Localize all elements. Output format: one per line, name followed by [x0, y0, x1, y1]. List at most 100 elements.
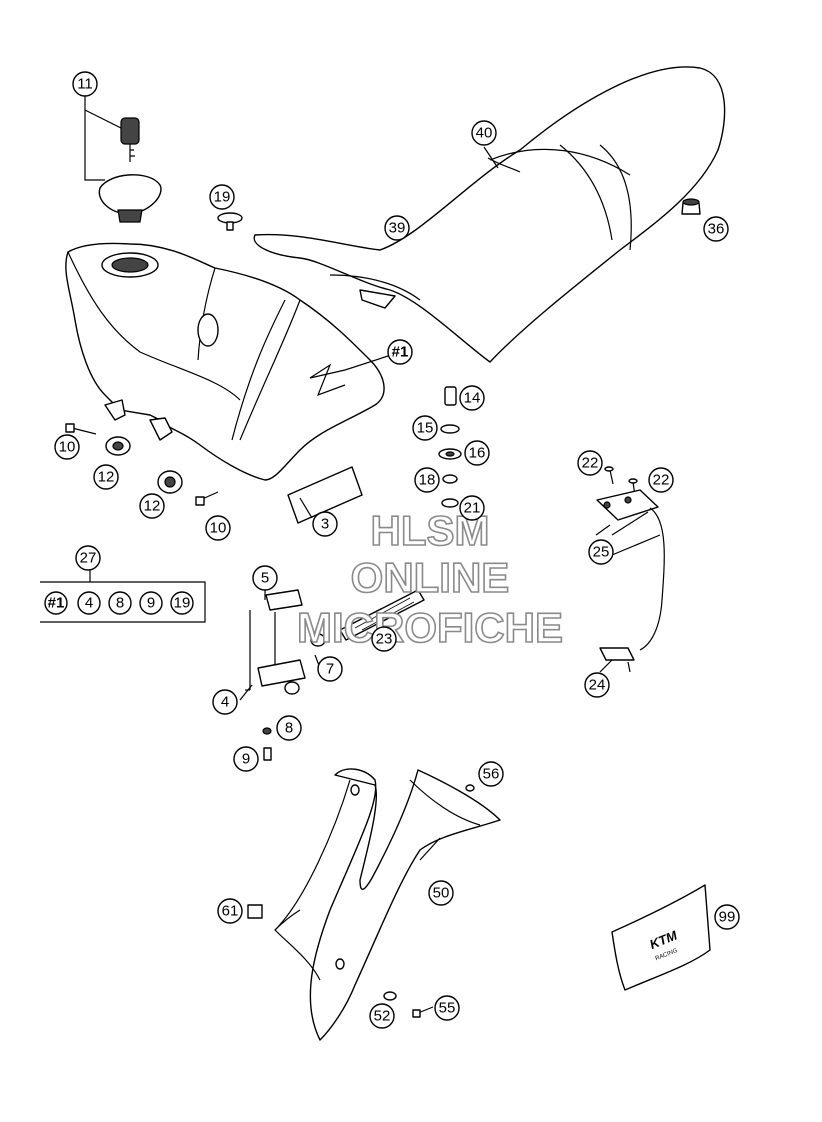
fuel-tank [65, 242, 385, 481]
svg-text:10: 10 [59, 439, 76, 456]
svg-text:16: 16 [469, 445, 486, 462]
svg-text:11: 11 [77, 76, 93, 93]
kit-item-1: #1 [44, 591, 68, 615]
svg-text:12: 12 [98, 469, 115, 486]
svg-text:52: 52 [374, 1008, 391, 1025]
callout-7: 7 [317, 656, 343, 682]
callout-36: 36 [703, 216, 729, 242]
washer-21 [441, 498, 459, 508]
callout-22-left: 22 [577, 450, 603, 476]
callout-8: 8 [276, 715, 302, 741]
seat-bracket [487, 157, 521, 173]
callout-24: 24 [584, 672, 610, 698]
bushing-12-upper [105, 436, 131, 456]
svg-text:36: 36 [708, 221, 725, 238]
callout-12-upper: 12 [93, 464, 119, 490]
screw-19 [217, 212, 243, 231]
callout-14: 14 [459, 385, 485, 411]
kit-item-9: 9 [139, 591, 163, 615]
svg-text:8: 8 [116, 595, 124, 612]
clip-61 [247, 904, 263, 919]
callout-56: 56 [478, 761, 504, 787]
washer-8 [262, 727, 272, 735]
fuel-hose-23 [339, 589, 425, 641]
screw-55 [412, 1006, 434, 1018]
bushing-18 [442, 474, 458, 484]
ktm-decal-99: KTM RACING [611, 884, 711, 991]
callout-11: 11 [72, 71, 98, 97]
watermark: HLSM ONLINE MICROFICHE [296, 506, 564, 652]
svg-text:61: 61 [222, 903, 239, 920]
svg-text:19: 19 [214, 189, 231, 206]
seat [253, 66, 726, 363]
svg-text:5: 5 [261, 570, 269, 587]
svg-text:40: 40 [476, 125, 493, 142]
kit-27 [40, 570, 206, 623]
watermark-line3: MICROFICHE [297, 604, 563, 651]
lever-24 [599, 647, 635, 673]
svg-text:55: 55 [439, 1000, 456, 1017]
callout-5: 5 [252, 565, 278, 591]
callout-21: 21 [459, 495, 485, 521]
callout-99: 99 [714, 904, 740, 930]
bolt-10-upper [65, 423, 97, 435]
fuel-cap [98, 174, 162, 223]
callout-55: 55 [434, 995, 460, 1021]
svg-text:25: 25 [593, 544, 610, 561]
svg-text:39: 39 [389, 220, 406, 237]
callout-18: 18 [414, 467, 440, 493]
callout-3: 3 [312, 511, 338, 537]
svg-text:4: 4 [221, 694, 229, 711]
callout-40: 40 [471, 120, 497, 146]
cable-25 [611, 507, 665, 651]
svg-text:24: 24 [589, 677, 606, 694]
washer-52 [383, 991, 397, 1001]
fuel-tap [245, 610, 306, 695]
svg-text:27: 27 [80, 550, 97, 567]
svg-text:3: 3 [321, 516, 329, 533]
callout-10-upper: 10 [54, 434, 80, 460]
svg-text:15: 15 [417, 420, 434, 437]
svg-text:9: 9 [242, 751, 250, 768]
callout-52: 52 [369, 1003, 395, 1029]
bushing-12-lower [157, 470, 183, 494]
callout-16: 16 [464, 440, 490, 466]
watermark-line2: ONLINE [351, 554, 510, 601]
screw-14 [444, 386, 457, 406]
callout-39: 39 [384, 215, 410, 241]
washer-16 [438, 448, 462, 460]
fuel-tap-plate [265, 589, 303, 611]
svg-text:50: 50 [433, 885, 450, 902]
screw-56 [465, 784, 475, 792]
svg-text:7: 7 [326, 661, 334, 678]
washer-15 [440, 424, 460, 434]
callout-12-lower: 12 [139, 493, 165, 519]
svg-text:8: 8 [285, 720, 293, 737]
callout-27: 27 [75, 545, 101, 571]
svg-text:99: 99 [719, 909, 736, 926]
kit-item-19: 19 [170, 591, 194, 615]
callout-25: 25 [588, 539, 614, 565]
switch-housing-25 [596, 489, 659, 521]
callout-61: 61 [217, 898, 243, 924]
callout-1: #1 [387, 339, 413, 365]
svg-text:#1: #1 [392, 344, 409, 361]
side-cover-50 [274, 768, 501, 1041]
svg-text:22: 22 [653, 472, 670, 489]
screw-22-left [604, 466, 614, 485]
kit-item-8: 8 [108, 591, 132, 615]
svg-text:22: 22 [582, 455, 599, 472]
callout-50: 50 [428, 880, 454, 906]
bolt-10-lower [195, 491, 219, 506]
callout-19: 19 [209, 184, 235, 210]
svg-text:10: 10 [210, 520, 227, 537]
svg-text:4: 4 [85, 595, 93, 612]
callout-22-right: 22 [648, 467, 674, 493]
callout-15: 15 [412, 415, 438, 441]
svg-text:23: 23 [376, 631, 393, 648]
svg-text:14: 14 [464, 390, 481, 407]
bumper-36 [681, 198, 701, 215]
svg-text:12: 12 [144, 498, 161, 515]
svg-text:9: 9 [147, 595, 155, 612]
